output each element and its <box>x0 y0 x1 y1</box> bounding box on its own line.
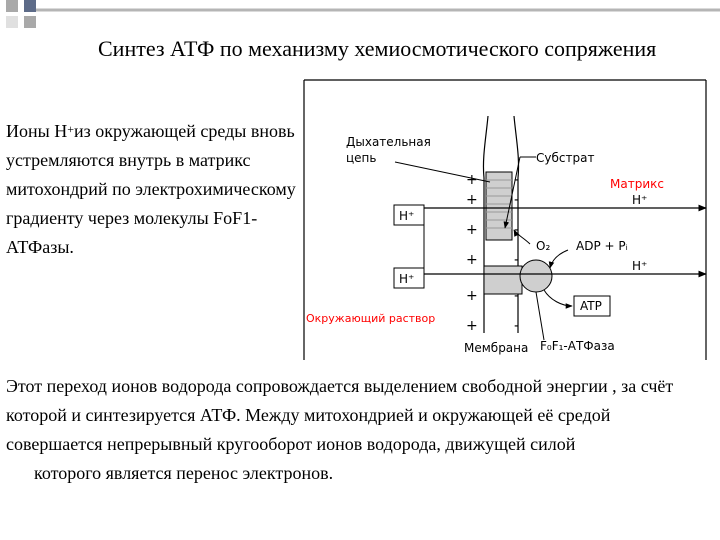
resp-chain-hatch <box>486 179 512 229</box>
adp-label: ADP + Pᵢ <box>576 239 628 253</box>
minus-sign-2: - <box>514 192 519 208</box>
minus-sign-4: - <box>514 252 519 268</box>
h-box-1 <box>393 204 425 226</box>
environment-label: Окружающий раствор <box>306 312 435 325</box>
left-text-part2: из окружающей среды вновь устремляются в… <box>6 121 296 257</box>
substrate-arrow <box>503 156 521 229</box>
plus-sign-6: + <box>466 318 478 334</box>
f0f1-label: F₀F₁-АТФаза <box>540 339 615 353</box>
left-text-part1: Ионы Н <box>6 121 68 141</box>
h-box-2-label: H⁺ <box>399 272 414 286</box>
f0-stalk <box>483 265 523 295</box>
left-text-sup: + <box>67 122 75 136</box>
plus-sign-1: + <box>466 172 478 188</box>
minus-sign-3: - <box>514 222 519 238</box>
slide-title: Синтез АТФ по механизму хемиосмотическог… <box>98 36 657 61</box>
resp-chain-label-2: цепь <box>346 151 376 165</box>
resp-chain-label-1: Дыхательная <box>346 135 431 149</box>
plus-sign-4: + <box>466 252 478 268</box>
membrane-outline <box>482 115 520 333</box>
left-paragraph: Ионы Н+из окружающей среды вновь устремл… <box>6 117 306 262</box>
h-box-1-label: H⁺ <box>399 209 414 223</box>
o2-label: O₂ <box>536 239 550 253</box>
bottom-text-tail: которого является перенос электронов. <box>34 463 334 483</box>
h-box-2 <box>393 267 425 289</box>
deco-square-1 <box>6 0 18 12</box>
minus-sign-1: - <box>514 172 519 188</box>
atp-label: ATP <box>580 299 602 313</box>
membrane-label: Мембрана <box>464 341 528 355</box>
f1-head <box>519 259 553 293</box>
matrix-label: Матрикс <box>610 177 664 191</box>
resp-chain-pointer <box>394 161 491 183</box>
deco-square-3 <box>24 16 36 28</box>
minus-sign-6: - <box>514 318 519 334</box>
plus-sign-5: + <box>466 288 478 304</box>
f0f1-pointer <box>535 291 545 341</box>
plus-sign-2: + <box>466 192 478 208</box>
chemiosmosis-diagram: Дыхательная цепь Субстрат Матрикс H⁺ H⁺ … <box>303 79 707 360</box>
h-out-label-1: H⁺ <box>632 193 647 207</box>
h-out-label-2: H⁺ <box>632 259 647 273</box>
atp-arrow <box>543 289 573 309</box>
deco-square-2 <box>24 0 36 12</box>
deco-square-4 <box>6 16 18 28</box>
substrate-label: Субстрат <box>536 151 594 165</box>
plus-sign-3: + <box>466 222 478 238</box>
minus-sign-5: - <box>514 288 519 304</box>
atp-box <box>573 295 611 317</box>
bottom-text-main: Этот переход ионов водорода сопровождает… <box>6 376 674 454</box>
o2-arrow <box>513 229 531 245</box>
adp-arrow <box>548 249 569 269</box>
bottom-paragraph: Этот переход ионов водорода сопровождает… <box>6 372 706 488</box>
slide-decoration <box>6 0 720 28</box>
